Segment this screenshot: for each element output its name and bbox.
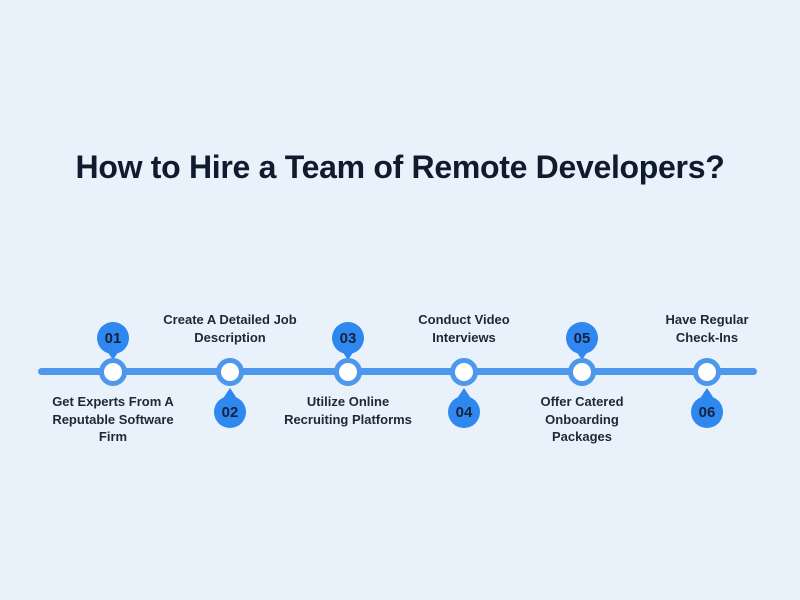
step-6-label: Have Regular Check-Ins [665, 312, 749, 345]
step-5-number: 05 [573, 329, 591, 347]
step-6-number: 06 [698, 403, 716, 421]
step-3-node [334, 358, 362, 386]
step-1-node [99, 358, 127, 386]
step-1-badge: 01 [97, 322, 129, 354]
step-1-number: 01 [104, 329, 122, 347]
step-3-number: 03 [339, 329, 357, 347]
timeline-line [38, 368, 757, 375]
step-5-node [568, 358, 596, 386]
step-4-node [450, 358, 478, 386]
step-5-badge-tail [576, 351, 588, 360]
step-4-label: Conduct Video Interviews [418, 312, 510, 345]
page-title: How to Hire a Team of Remote Developers? [75, 149, 725, 185]
step-3-badge: 03 [332, 322, 364, 354]
step-6-node [693, 358, 721, 386]
step-2-label: Create A Detailed Job Description [163, 312, 297, 345]
step-6-badge-tail [701, 388, 713, 397]
step-2-node [216, 358, 244, 386]
step-1-badge-tail [107, 351, 119, 360]
step-4-badge-tail [458, 388, 470, 397]
step-2-badge: 02 [214, 396, 246, 428]
step-4-badge: 04 [448, 396, 480, 428]
step-4-number: 04 [455, 403, 473, 421]
step-5-label: Offer Catered Onboarding Packages [540, 394, 624, 444]
step-5-badge: 05 [566, 322, 598, 354]
step-1-label: Get Experts From A Reputable Software Fi… [52, 394, 174, 444]
step-6-badge: 06 [691, 396, 723, 428]
step-2-number: 02 [221, 403, 239, 421]
step-3-label: Utilize Online Recruiting Platforms [284, 394, 412, 427]
step-3-badge-tail [342, 351, 354, 360]
step-2-badge-tail [224, 388, 236, 397]
